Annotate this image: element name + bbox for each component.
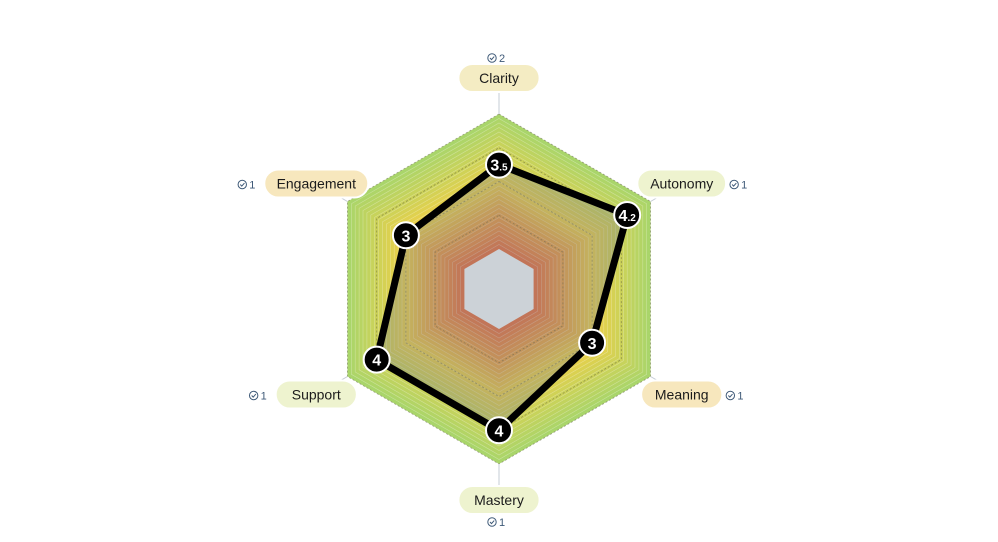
center-hole [464,249,534,329]
point-value-label: 4 [372,353,381,370]
check-circle-icon [237,179,247,190]
axis-label-text: Autonomy [650,176,713,192]
count-value: 1 [249,180,255,192]
point-value-label: 3.5 [490,158,508,175]
data-point-mastery: 4 [485,416,513,445]
value-int: 3 [490,158,499,175]
data-point-meaning: 3 [578,328,607,357]
axis-label-pill [274,379,358,410]
check-mark [731,182,737,187]
axis-label-meaning: Meaning 1 [640,379,743,410]
count-badge: 1 [237,179,255,192]
point-marker [613,201,642,229]
value-int: 4 [495,423,504,440]
axis-label-text: Clarity [479,70,519,86]
count-badge: 1 [729,179,747,192]
value-dec: .5 [499,163,508,174]
data-point-engagement: 3 [391,221,420,250]
point-value-label: 3 [588,336,597,353]
check-mark [489,520,495,525]
data-point-support: 4 [362,345,391,374]
check-mark [239,182,245,187]
count-value: 2 [499,53,505,65]
axis-label-pill [457,485,541,515]
check-mark [489,56,495,61]
check-circle-icon [729,179,739,190]
check-circle-icon [487,53,497,63]
count-badge: 1 [248,390,267,403]
axis-label-pill [640,379,724,410]
value-dec: .2 [627,213,636,224]
grid-ring [434,214,564,364]
count-value: 1 [499,517,505,529]
value-int: 3 [588,336,597,353]
check-circle-icon [725,390,736,401]
axis-label-text: Meaning [655,387,709,403]
count-value: 1 [261,391,267,403]
data-point-autonomy: 4.2 [613,201,642,229]
point-value-label: 3 [401,228,410,245]
axis-label-support: Support 1 [248,379,358,410]
axis-label-clarity: Clarity 2 [457,53,541,93]
check-circle-icon [248,390,259,401]
axis-label-engagement: Engagement 1 [237,168,370,199]
check-circle-icon [487,517,497,527]
count-badge: 2 [487,53,505,65]
axis-label-pill [457,63,541,93]
count-value: 1 [737,391,743,403]
count-badge: 1 [487,517,505,529]
axis-label-pill [636,168,728,199]
axis-label-autonomy: Autonomy 1 [636,168,747,199]
count-badge: 1 [725,390,743,403]
point-marker [578,328,607,357]
point-value-label: 4 [495,423,504,440]
axis-label-text: Mastery [474,492,524,508]
value-int: 4 [619,208,628,225]
point-marker [485,150,513,179]
point-value-label: 4.2 [619,208,637,225]
point-marker [485,416,513,445]
point-marker [391,221,420,250]
value-int: 3 [401,228,410,245]
point-marker [362,345,391,374]
axis-label-text: Support [292,387,341,403]
check-mark [251,393,257,398]
axis-label-mastery: Mastery 1 [457,485,541,529]
value-int: 4 [372,353,381,370]
check-mark [727,393,733,398]
count-value: 1 [741,180,747,192]
data-point-clarity: 3.5 [485,150,513,179]
axis-label-text: Engagement [277,176,357,192]
axis-label-pill [263,168,370,199]
